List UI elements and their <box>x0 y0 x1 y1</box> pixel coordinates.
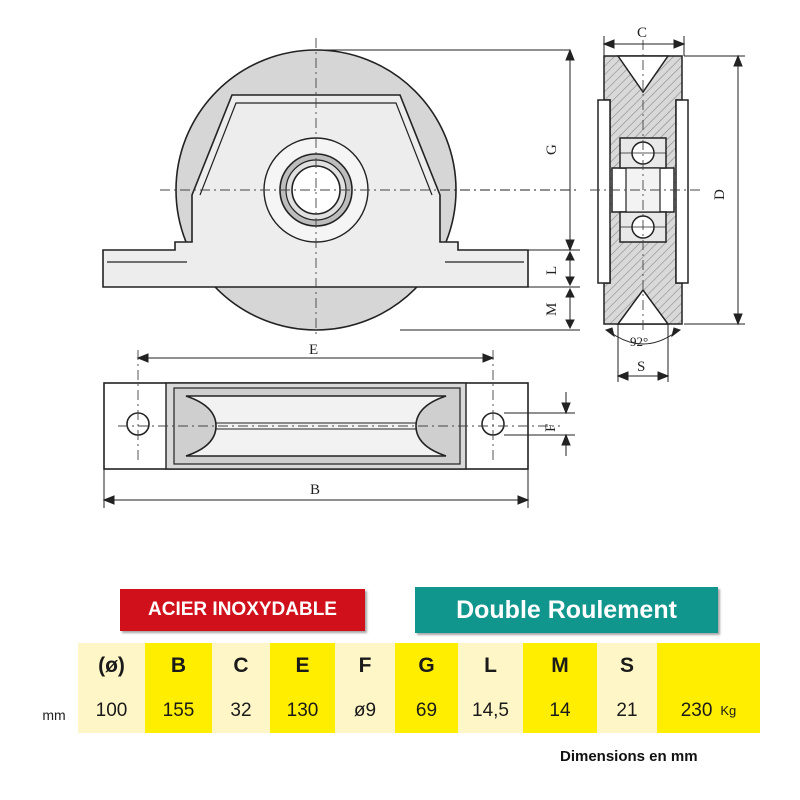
table-value-c: 32 <box>212 688 270 733</box>
table-value-e: 130 <box>270 688 335 733</box>
table-value-f: ø9 <box>335 688 395 733</box>
table-value-l: 14,5 <box>458 688 523 733</box>
table-value-text: 21 <box>616 699 638 721</box>
table-header-m: M <box>523 643 597 688</box>
dim-label-e: E <box>309 342 318 358</box>
table-value-diameter: 100 <box>78 688 145 733</box>
table-header-e: E <box>270 643 335 688</box>
bearing-badge: Double Roulement <box>415 587 718 633</box>
table-value-text: 130 <box>286 699 319 721</box>
dim-label-angle: 92° <box>630 334 648 349</box>
dim-c <box>602 36 686 56</box>
table-header-c: C <box>212 643 270 688</box>
table-header-s: S <box>597 643 657 688</box>
table-value-text: 100 <box>95 699 128 721</box>
table-value-text: 32 <box>230 699 252 721</box>
table-header-g: G <box>395 643 458 688</box>
technical-drawing: G L M C <box>102 25 745 508</box>
table-value-m: 14 <box>523 688 597 733</box>
table-value-text: 69 <box>415 699 438 721</box>
table-value-g: 69 <box>395 688 458 733</box>
dim-label-s: S <box>637 359 645 375</box>
dim-label-g: G <box>544 144 560 155</box>
table-value-text: ø9 <box>353 699 377 721</box>
load-unit: Kg <box>720 703 737 718</box>
dim-label-d: D <box>712 189 728 200</box>
dim-label-m: M <box>544 303 560 316</box>
dim-f <box>504 392 575 456</box>
table-value-text: 230 <box>680 699 713 721</box>
dim-label-b: B <box>310 482 320 498</box>
table-header-f: F <box>335 643 395 688</box>
dim-label-l: L <box>544 266 560 275</box>
top-view <box>103 382 529 470</box>
dim-label-c: C <box>637 25 647 41</box>
dim-d <box>684 54 745 326</box>
dim-angle-s <box>604 324 682 382</box>
table-header-load <box>657 643 760 688</box>
front-view <box>102 38 570 335</box>
material-badge: ACIER INOXYDABLE <box>120 589 365 631</box>
table-header-l: L <box>458 643 523 688</box>
table-header-b: B <box>145 643 212 688</box>
table-header-diameter: (ø) <box>78 643 145 688</box>
table-value-load: 230 Kg <box>657 688 760 733</box>
table-value-text: 14,5 <box>472 699 509 721</box>
table-value-text: 14 <box>549 699 571 721</box>
table-value-b: 155 <box>145 688 212 733</box>
unit-label: mm <box>42 707 66 723</box>
table-value-text: 155 <box>162 699 195 721</box>
dim-label-f: F <box>543 424 559 432</box>
table-value-s: 21 <box>597 688 657 733</box>
footnote: Dimensions en mm <box>560 748 698 765</box>
dim-e <box>136 353 495 363</box>
dim-b <box>102 469 530 508</box>
dims-front <box>400 48 580 331</box>
